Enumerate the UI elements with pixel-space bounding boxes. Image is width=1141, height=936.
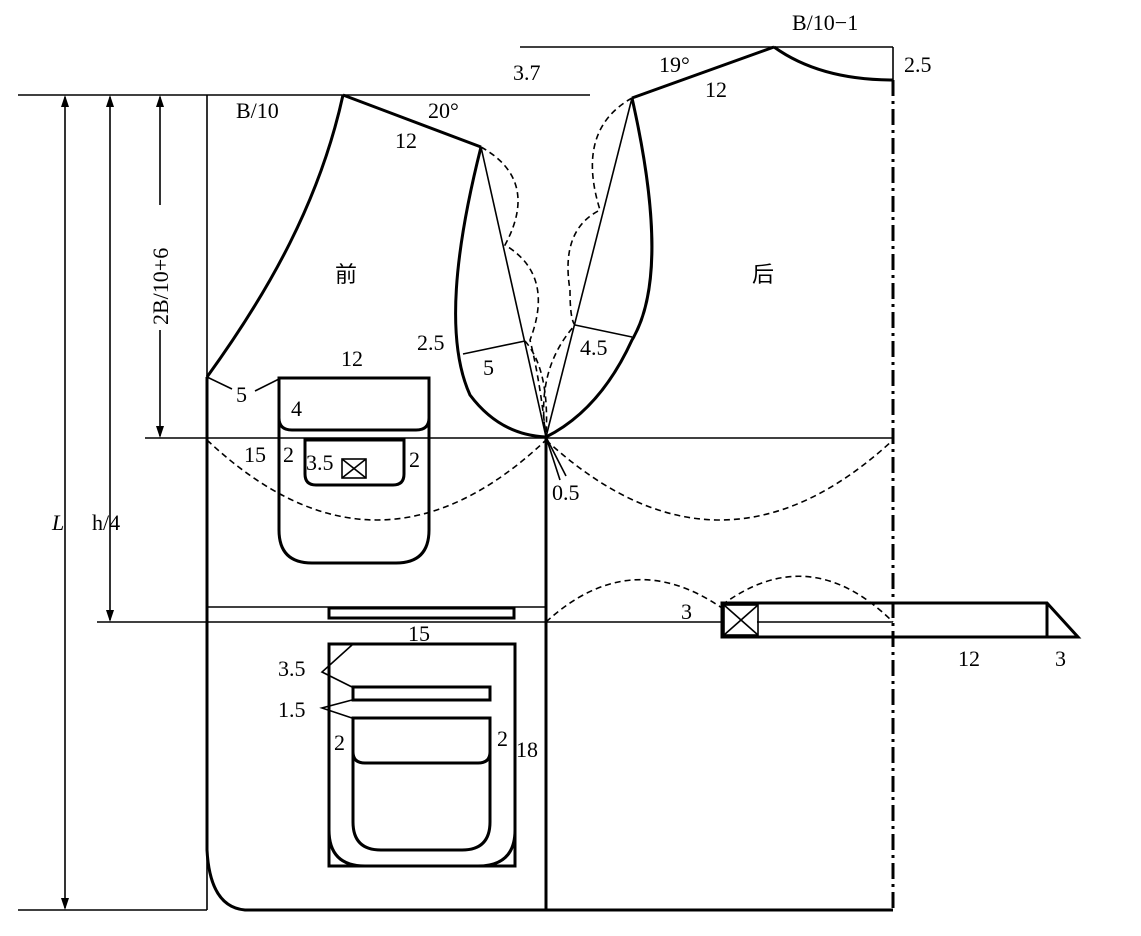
front-panel-outline xyxy=(205,93,893,912)
chest-pocket xyxy=(206,376,431,565)
front-belt xyxy=(207,606,546,620)
chest-pocket-flap-label: 4 xyxy=(291,396,302,421)
chest-pocket-inner-height-label: 3.5 xyxy=(306,450,334,475)
back-panel-outline xyxy=(545,45,895,910)
back-shoulder-length-label: 12 xyxy=(705,77,727,102)
belt-overlap-label: 3 xyxy=(681,599,692,624)
front-shoulder-angle-label: 20° xyxy=(428,98,459,123)
belt-length-label: 12 xyxy=(958,646,980,671)
waist-pocket-top-label: 3.5 xyxy=(278,656,306,681)
shoulder-offset-label: 3.7 xyxy=(513,60,541,85)
armhole-depth-label: 2B/10+6 xyxy=(148,248,173,325)
chest-pocket-inner-left-label: 2 xyxy=(283,442,294,467)
waist-height-label: h/4 xyxy=(92,510,120,535)
buttonhole-icon xyxy=(723,604,759,636)
waist-pocket-inner-left-label: 2 xyxy=(334,730,345,755)
back-shoulder-angle-label: 19° xyxy=(659,52,690,77)
armhole-construction xyxy=(462,97,633,481)
chest-pocket-height-label: 15 xyxy=(244,442,266,467)
front-shoulder-length-label: 12 xyxy=(395,128,417,153)
labels: 前 后 L h/4 2B/10+6 B/10 B/10−1 2.5 3.7 20… xyxy=(51,10,1066,762)
waist-pocket-height-label: 18 xyxy=(516,737,538,762)
back-neck-width-label: B/10−1 xyxy=(792,10,858,35)
front-armhole-depth-label: 5 xyxy=(483,355,494,380)
buttonhole-icon xyxy=(341,458,367,479)
waist-pocket xyxy=(319,642,517,868)
front-neck-width-label: B/10 xyxy=(236,98,279,123)
back-belt xyxy=(720,601,1082,639)
side-seam-offset-label: 0.5 xyxy=(552,480,580,505)
front-armhole-offset-label: 2.5 xyxy=(417,330,445,355)
belt-tip-label: 3 xyxy=(1055,646,1066,671)
chest-pocket-offset-label: 5 xyxy=(236,382,247,407)
back-panel-label: 后 xyxy=(752,262,774,287)
back-neck-rise-label: 2.5 xyxy=(904,52,932,77)
reference-lines xyxy=(18,46,894,911)
waist-pocket-inner-right-label: 2 xyxy=(497,726,508,751)
length-label: L xyxy=(51,510,64,535)
waist-pocket-width-label: 15 xyxy=(408,621,430,646)
dimension-arrows xyxy=(61,95,164,910)
waist-pocket-gap-label: 1.5 xyxy=(278,697,306,722)
front-panel-label: 前 xyxy=(335,262,357,287)
chest-pocket-inner-right-label: 2 xyxy=(409,447,420,472)
chest-pocket-width-label: 12 xyxy=(341,346,363,371)
back-armhole-depth-label: 4.5 xyxy=(580,335,608,360)
